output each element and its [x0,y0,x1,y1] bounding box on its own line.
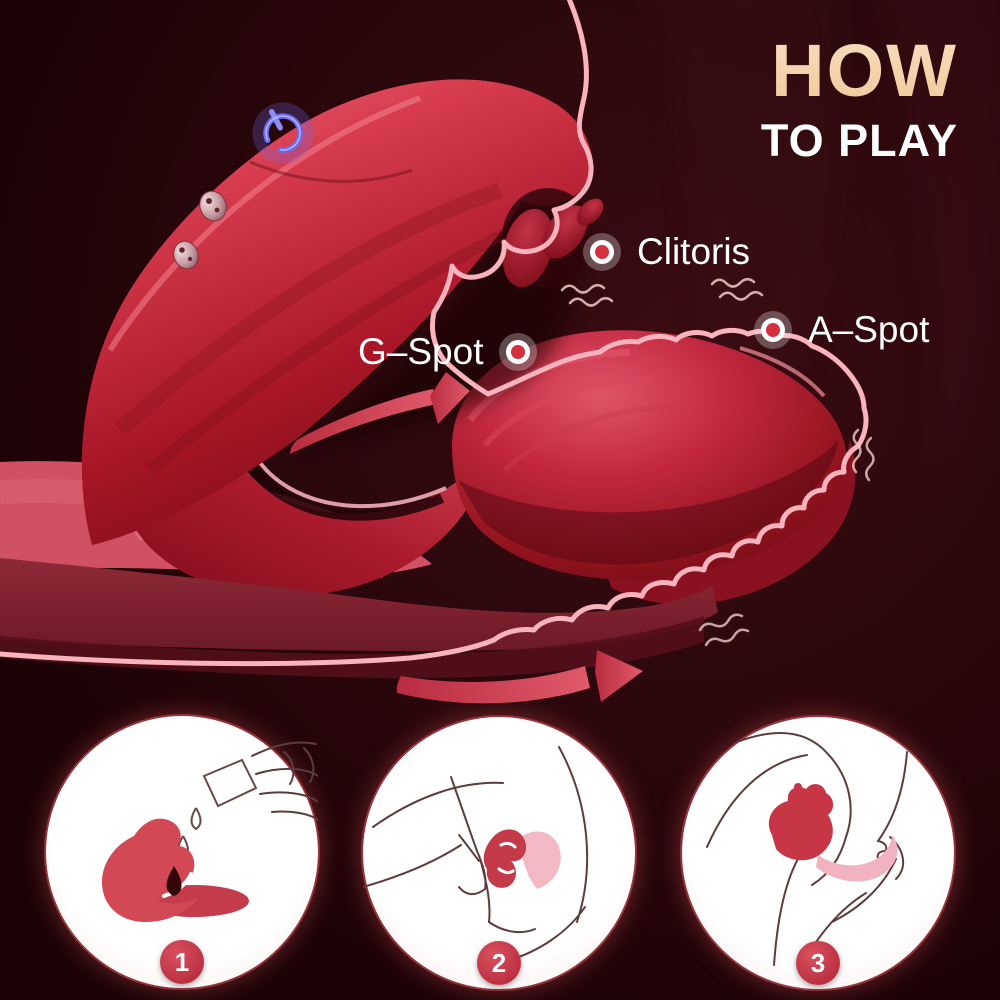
callout-label: G–Spot [358,331,484,372]
title-block: HOW TO PLAY [760,34,958,166]
step-number-badge: 3 [796,941,840,985]
step-3-illustration: 3 [682,717,954,989]
tongue-petal [576,198,604,226]
product-egg-swirl [503,404,673,472]
step-number-badge: 1 [160,940,204,984]
tongue-petal [542,205,588,259]
callout-g-spot: G–Spot [358,331,538,372]
vibration-waves-icon [852,428,875,482]
product-arm-ridge [114,182,503,436]
stud-icon [173,240,199,270]
insert-illustration [363,746,589,963]
product-egg-shadow [458,440,838,565]
page-title: HOW [761,34,958,108]
callout-label: Clitoris [637,231,751,272]
target-dot-icon [754,311,792,349]
vibration-waves-icon [710,278,764,301]
product-arm-ridge [146,209,548,475]
power-icon [252,102,314,164]
target-dot-icon [583,233,621,271]
product-egg [452,330,847,580]
step-1-illustration: 1 [46,716,318,988]
callout-label: A–Spot [808,309,930,350]
step-number-badge: 2 [477,941,521,985]
step-2-illustration: 2 [363,717,635,989]
vibration-waves-icon [698,613,750,647]
wear-illustration [706,732,908,968]
product-arm-seam [249,160,413,183]
curved-arrow-icon [290,372,470,454]
callout-clitoris: Clitoris [583,232,750,272]
page-subtitle: TO PLAY [760,115,958,166]
tongue-petal [502,208,554,288]
contour-line [0,0,869,667]
callout-a-spot: A–Spot [754,310,929,350]
background-fold [880,0,1000,500]
apply-lube-illustration [102,741,318,922]
vibration-waves-icon [560,284,614,307]
target-dot-icon [499,333,538,371]
product-egg-swirl [482,375,656,447]
product-egg-rim-light [739,346,826,398]
stud-icon [199,190,227,222]
product-arm-highlight [107,95,422,352]
curved-arrow-icon [396,650,643,704]
background-fold [646,0,840,540]
